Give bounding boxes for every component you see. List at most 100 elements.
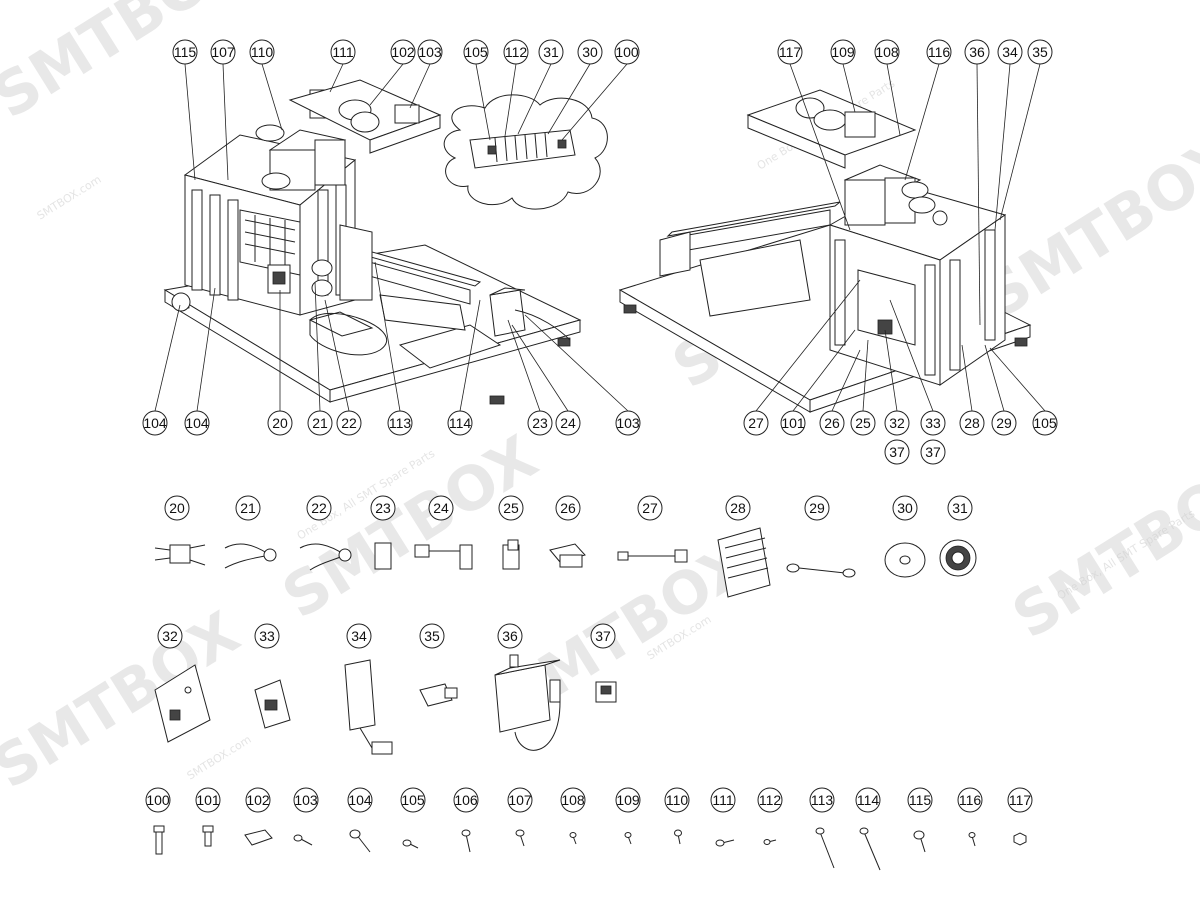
callout-circle	[964, 39, 990, 65]
callout-circle	[664, 787, 690, 813]
callout-number: 26	[560, 500, 576, 516]
callout-circle	[725, 495, 751, 521]
callout-25: 25	[850, 410, 876, 436]
callout-circle	[819, 410, 845, 436]
callout-number: 25	[503, 500, 519, 516]
callout-circle	[157, 623, 183, 649]
callout-number: 104	[143, 415, 167, 431]
callout-number: 37	[925, 444, 941, 460]
callout-105: 105	[1032, 410, 1058, 436]
part-104-screw	[349, 829, 371, 853]
callout-circle	[497, 623, 523, 649]
parts-row-2	[154, 654, 617, 755]
leader-line	[842, 63, 856, 113]
callout-number: 21	[312, 415, 328, 431]
part-32-main-board	[154, 664, 211, 743]
leader-line	[517, 63, 552, 135]
callout-circle	[235, 495, 261, 521]
leader-line	[524, 314, 629, 412]
callout-34: 34	[346, 623, 372, 649]
callout-number: 25	[855, 415, 871, 431]
callout-number: 29	[996, 415, 1012, 431]
callout-circle	[615, 410, 641, 436]
callout-116: 116	[926, 39, 952, 65]
callout-leader-lines	[154, 63, 1046, 412]
part-105-screw	[402, 839, 419, 849]
callout-number: 30	[897, 500, 913, 516]
callout-circle	[164, 495, 190, 521]
callout-number: 114	[857, 792, 880, 808]
callout-circle	[615, 787, 641, 813]
callout-number: 110	[251, 44, 274, 60]
leader-line	[984, 344, 1005, 412]
callout-number: 105	[1033, 415, 1057, 431]
leader-line	[755, 279, 861, 412]
detail-cloud-bubble	[443, 94, 608, 210]
callout-number: 109	[616, 792, 640, 808]
callout-number: 107	[211, 44, 235, 60]
callout-number: 28	[730, 500, 746, 516]
callout-number: 103	[418, 44, 442, 60]
callout-31: 31	[947, 495, 973, 521]
callout-number: 113	[811, 792, 834, 808]
callout-circle	[577, 39, 603, 65]
callout-25: 25	[498, 495, 524, 521]
part-31-encoder	[939, 539, 977, 577]
callout-circle	[855, 787, 881, 813]
leader-line	[831, 349, 861, 412]
callout-number: 34	[351, 628, 367, 644]
callout-number: 37	[889, 444, 905, 460]
callout-102: 102	[245, 787, 271, 813]
leader-line	[184, 63, 196, 181]
callout-circle	[527, 410, 553, 436]
callout-circle	[293, 787, 319, 813]
watermark-brand: SMTBOX	[0, 0, 259, 133]
callout-109: 109	[615, 787, 641, 813]
leader-line	[889, 299, 934, 412]
callout-circle	[390, 39, 416, 65]
callout-number: 107	[508, 792, 532, 808]
callout-29: 29	[991, 410, 1017, 436]
callout-37: 37	[920, 439, 946, 465]
callout-number: 110	[666, 792, 689, 808]
callout-circle	[1007, 787, 1033, 813]
callout-circle	[453, 787, 479, 813]
callout-number: 29	[809, 500, 825, 516]
callout-109: 109	[830, 39, 856, 65]
callout-number: 103	[294, 792, 318, 808]
watermark-domain: SMTBOX.com	[35, 173, 104, 223]
watermark-brand: SMTBOX	[1001, 442, 1200, 652]
callout-112: 112	[757, 787, 783, 813]
callout-103: 103	[417, 39, 443, 65]
part-24-cable	[414, 544, 473, 570]
callout-circle	[498, 495, 524, 521]
part-23-board	[374, 542, 392, 570]
callout-circle	[959, 410, 985, 436]
callout-circle	[850, 410, 876, 436]
callout-23: 23	[527, 410, 553, 436]
callout-26: 26	[555, 495, 581, 521]
callout-number: 22	[341, 415, 357, 431]
callout-33: 33	[254, 623, 280, 649]
callout-28: 28	[959, 410, 985, 436]
callout-31: 31	[538, 39, 564, 65]
part-36-motor-box	[494, 654, 561, 751]
part-35-adapter	[419, 683, 458, 707]
leader-line	[999, 63, 1041, 221]
callout-number: 100	[615, 44, 639, 60]
callout-105: 105	[400, 787, 426, 813]
callout-112: 112	[503, 39, 529, 65]
part-22-sensor-cable	[299, 543, 352, 571]
callout-number: 35	[1032, 44, 1048, 60]
callout-114: 114	[855, 787, 881, 813]
callout-29: 29	[804, 495, 830, 521]
callout-107: 107	[210, 39, 236, 65]
callout-113: 113	[387, 410, 413, 436]
callout-32: 32	[884, 410, 910, 436]
left-assembly-drawing	[163, 79, 582, 405]
callout-circle	[637, 495, 663, 521]
callout-113: 113	[809, 787, 835, 813]
leader-line	[561, 63, 628, 141]
parts-row-1	[154, 527, 977, 598]
